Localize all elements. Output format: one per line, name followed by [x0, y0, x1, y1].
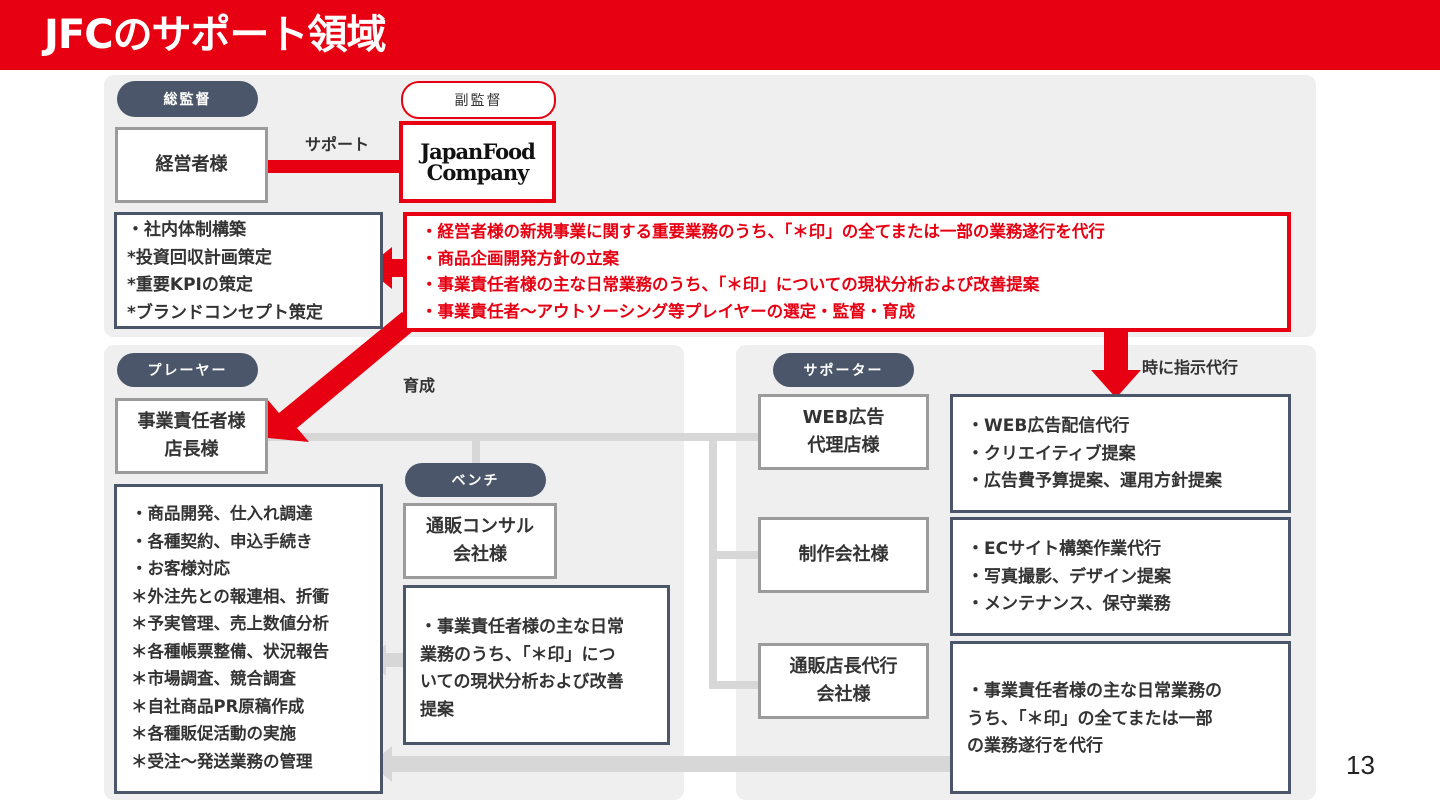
role-bench-pill: ベンチ: [405, 463, 546, 497]
manager-tasks-box: ・商品開発、仕入れ調達 ・各種契約、申込手続き ・お客様対応 ＊外注先との報連相…: [114, 484, 383, 794]
store-agent-label: 会社様: [816, 684, 871, 705]
manager-task: ＊予実管理、売上数値分析: [131, 614, 329, 633]
manager-label: 店長様: [164, 439, 219, 460]
web-agency-label: WEB広告: [802, 407, 885, 428]
owner-label: 経営者様: [155, 154, 228, 175]
jfc-logo-line1: JapanFood: [420, 139, 536, 164]
owner-task: *ブランドコンセプト策定: [127, 302, 323, 323]
web-agency-box: WEB広告 代理店様: [758, 394, 929, 470]
owner-task: *投資回収計画策定: [127, 247, 272, 268]
page-number: 13: [1346, 750, 1375, 780]
jfc-logo-box: JapanFood Company: [399, 121, 556, 203]
manager-task: ・各種契約、申込手続き: [131, 531, 313, 551]
manager-task: ＊各種帳票整備、状況報告: [131, 641, 329, 661]
production-tasks-box: ・ECサイト構築作業代行 ・写真撮影、デザイン提案 ・メンテナンス、保守業務: [950, 517, 1291, 636]
support-label: サポート: [305, 135, 370, 154]
consultant-task: 提案: [420, 699, 454, 720]
web-agency-label: 代理店様: [807, 435, 880, 456]
production-label: 制作会社様: [798, 544, 889, 565]
production-task: ・写真撮影、デザイン提案: [967, 566, 1171, 587]
page-title: JFCのサポート領域: [44, 12, 387, 58]
store-agent-task: ・事業責任者様の主な日常業務の: [967, 681, 1222, 701]
production-task: ・メンテナンス、保守業務: [967, 594, 1171, 614]
manager-task: ＊受注～発送業務の管理: [131, 751, 313, 771]
jfc-tasks-box: ・経営者様の新規事業に関する重要業務のうち、「＊印」の全てまたは一部の業務遂行を…: [403, 212, 1291, 332]
manager-task: ＊各種販促活動の実施: [131, 724, 296, 743]
jfc-logo-line2: Company: [426, 160, 530, 185]
manager-label: 事業責任者様: [137, 411, 246, 432]
title-bar: [0, 0, 1440, 70]
jfc-task: ・事業責任者～アウトソーシング等プレイヤーの選定・監督・育成: [421, 301, 916, 321]
training-label: 育成: [403, 376, 436, 395]
consultant-box: 通販コンサル 会社様: [403, 503, 557, 579]
manager-box: 事業責任者様 店長様: [115, 398, 268, 474]
manager-task: ＊市場調査、競合調査: [131, 669, 296, 688]
consultant-label: 通販コンサル: [426, 516, 534, 537]
role-vice-pill: 副監督: [401, 81, 556, 119]
manager-task: ＊自社商品PR原稿作成: [131, 696, 305, 716]
owner-task: ・社内体制構築: [127, 220, 246, 240]
connector-vertical: [709, 433, 717, 689]
production-box: 制作会社様: [758, 517, 929, 593]
owner-task: *重要KPIの策定: [127, 275, 253, 295]
consultant-task: ・事業責任者様の主な日常: [420, 617, 624, 637]
connector-main: [268, 433, 718, 441]
owner-box: 経営者様: [115, 127, 268, 203]
production-task: ・ECサイト構築作業代行: [967, 539, 1162, 559]
store-agent-task: の業務遂行を代行: [967, 736, 1103, 756]
jfc-task: ・事業責任者様の主な日常業務のうち、「＊印」についての現状分析および改善提案: [421, 275, 1040, 294]
connector-production: [709, 551, 761, 559]
connector-store-agent: [709, 681, 761, 689]
store-agent-box: 通販店長代行 会社様: [758, 643, 929, 719]
occasional-direction-label: 時に指示代行: [1142, 358, 1239, 377]
web-agency-tasks-box: ・WEB広告配信代行 ・クリエイティブ提案 ・広告費予算提案、運用方針提案: [950, 394, 1291, 513]
web-agency-task: ・WEB広告配信代行: [967, 416, 1130, 436]
gray-arrow-store-agent: [370, 746, 955, 782]
consultant-label: 会社様: [453, 544, 507, 565]
consultant-tasks-box: ・事業責任者様の主な日常 業務のうち、「＊印」につ いての現状分析および改善 提…: [403, 585, 670, 745]
manager-task: ＊外注先との報連相、折衝: [131, 586, 329, 606]
jfc-task: ・経営者様の新規事業に関する重要業務のうち、「＊印」の全てまたは一部の業務遂行を…: [421, 222, 1105, 241]
consultant-task: いての現状分析および改善: [420, 672, 624, 692]
consultant-task: 業務のうち、「＊印」につ: [420, 644, 616, 665]
store-agent-label: 通販店長代行: [789, 656, 898, 677]
web-agency-task: ・クリエイティブ提案: [967, 443, 1136, 464]
store-agent-task: うち、「＊印」の全てまたは一部: [967, 708, 1213, 729]
owner-tasks-box: ・社内体制構築 *投資回収計画策定 *重要KPIの策定 *ブランドコンセプト策定: [114, 212, 383, 329]
web-agency-task: ・広告費予算提案、運用方針提案: [967, 471, 1222, 491]
role-supporters-pill: サポーター: [773, 353, 914, 387]
connector-bench: [472, 437, 480, 467]
role-players-pill: プレーヤー: [117, 353, 258, 387]
manager-task: ・商品開発、仕入れ調達: [131, 504, 313, 523]
role-chief-pill: 総監督: [117, 81, 258, 117]
jfc-task: ・商品企画開発方針の立案: [421, 248, 619, 268]
store-agent-tasks-box: ・事業責任者様の主な日常業務の うち、「＊印」の全てまたは一部 の業務遂行を代行: [950, 641, 1291, 794]
manager-task: ・お客様対応: [131, 559, 230, 578]
connector-web: [709, 433, 761, 441]
